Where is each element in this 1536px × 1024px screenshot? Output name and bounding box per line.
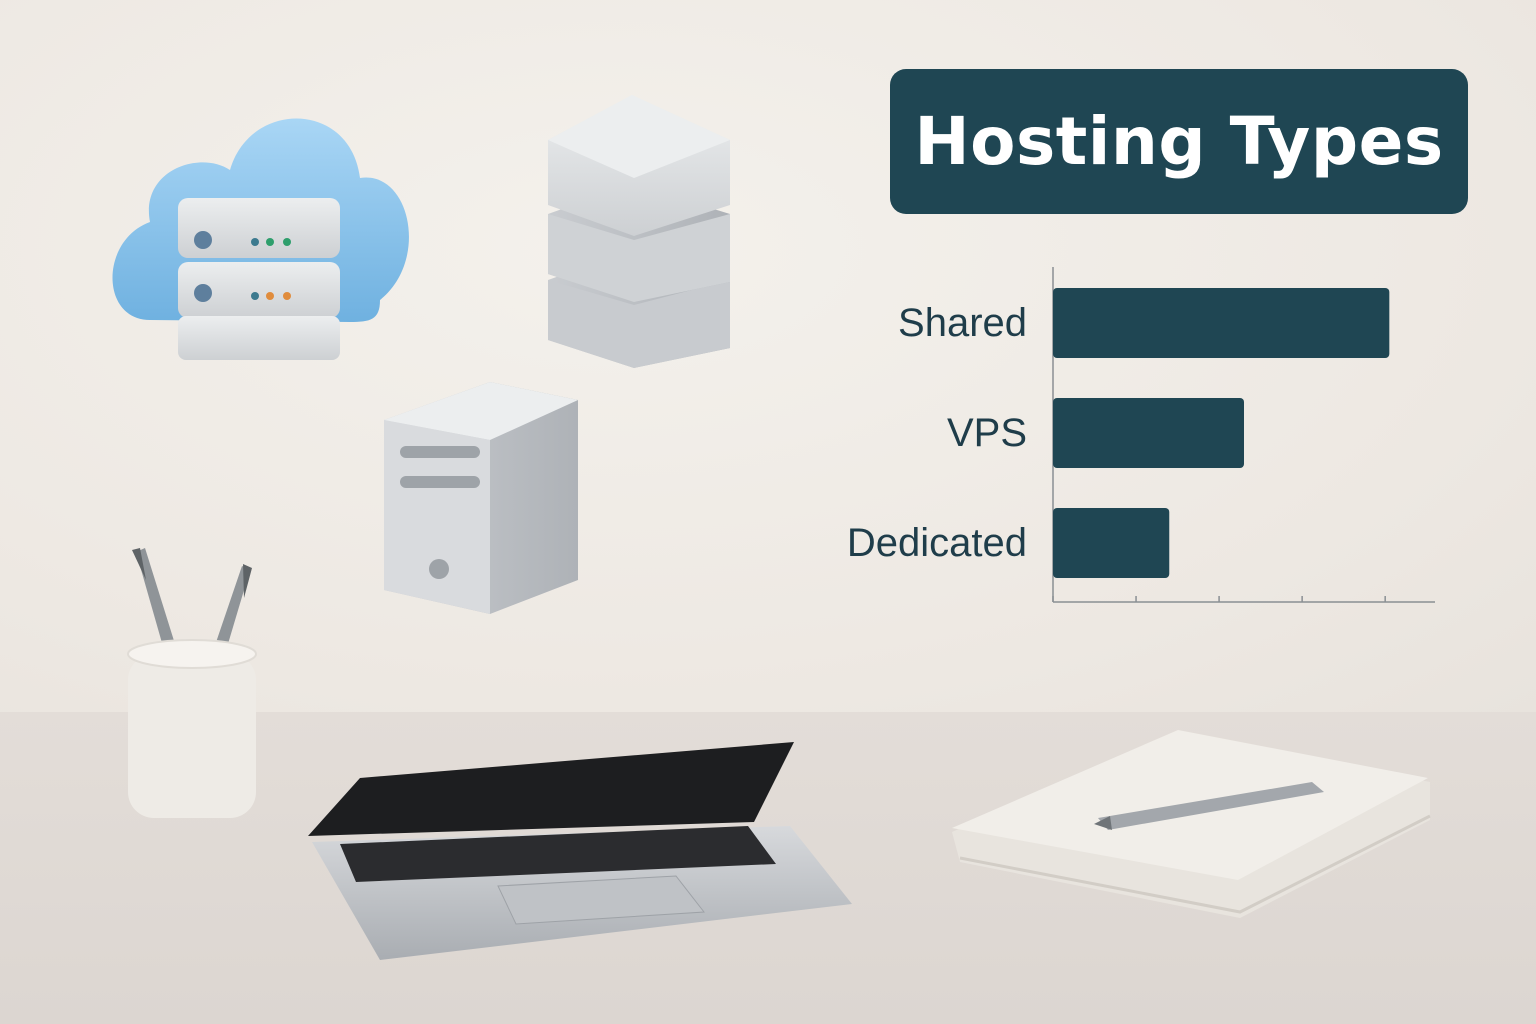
notebook-with-pen (952, 730, 1431, 918)
chart-title: Hosting Types (914, 103, 1444, 180)
category-label-dedicated: Dedicated (847, 521, 1027, 565)
database-stack-icon (548, 95, 730, 368)
bar-shared (1053, 288, 1390, 358)
bar-dedicated (1053, 508, 1170, 578)
bar-vps (1053, 398, 1244, 468)
chart-title-box: Hosting Types (890, 69, 1468, 214)
category-label-vps: VPS (947, 411, 1027, 455)
server-tower-icon (384, 382, 578, 614)
cloud-server-icon (112, 118, 409, 360)
laptop (308, 742, 852, 960)
pen-holder (127, 548, 257, 818)
category-label-shared: Shared (898, 301, 1027, 345)
